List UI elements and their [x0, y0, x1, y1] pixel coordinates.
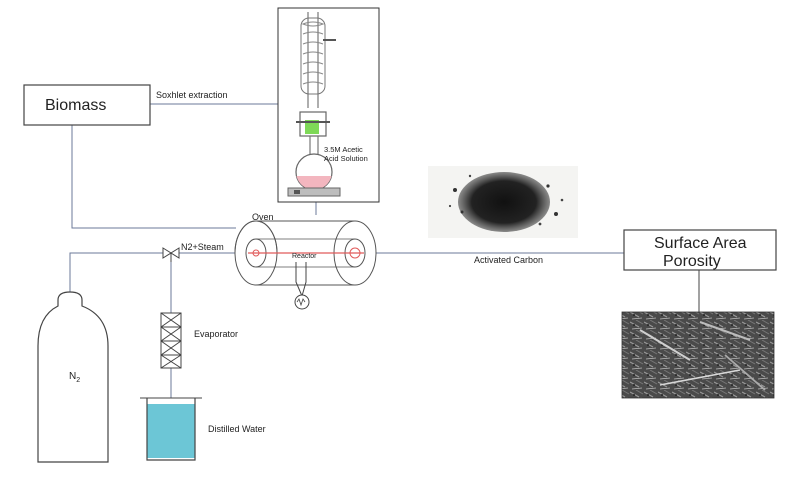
line-biomass-to-oven — [71, 125, 236, 229]
analysis-box: Surface Area Porosity — [623, 229, 777, 271]
distilled-water-label: Distilled Water — [208, 424, 266, 434]
valve-icon — [162, 247, 180, 262]
evaporator-label: Evaporator — [194, 329, 238, 339]
oven-label: Oven — [252, 212, 274, 222]
acid-label-line2: Acid Solution — [324, 154, 368, 163]
reactor-label: Reactor — [292, 253, 317, 260]
biomass-label: Biomass — [45, 97, 106, 114]
acid-label-line1: 3.5M Acetic — [324, 145, 363, 154]
biomass-box: Biomass — [23, 84, 151, 126]
surface-area-label: Surface Area — [654, 235, 747, 252]
porosity-label: Porosity — [663, 253, 721, 270]
sem-micrograph-image — [621, 311, 775, 399]
distilled-water-beaker — [140, 397, 202, 461]
activated-carbon-label: Activated Carbon — [474, 255, 543, 265]
activated-carbon-image — [428, 166, 578, 238]
oven: Oven Reactor — [234, 212, 377, 310]
n2-cylinder: N2 — [37, 291, 109, 463]
n2-steam-label: N2+Steam — [181, 242, 224, 252]
soxhlet-apparatus-image: 3.5M Acetic Acid Solution — [277, 7, 380, 203]
soxhlet-label: Soxhlet extraction — [156, 90, 228, 100]
evaporator — [160, 312, 182, 369]
n2-label: N2 — [69, 371, 80, 384]
line-n2-to-valve — [69, 252, 163, 292]
flow-lines — [69, 103, 700, 398]
